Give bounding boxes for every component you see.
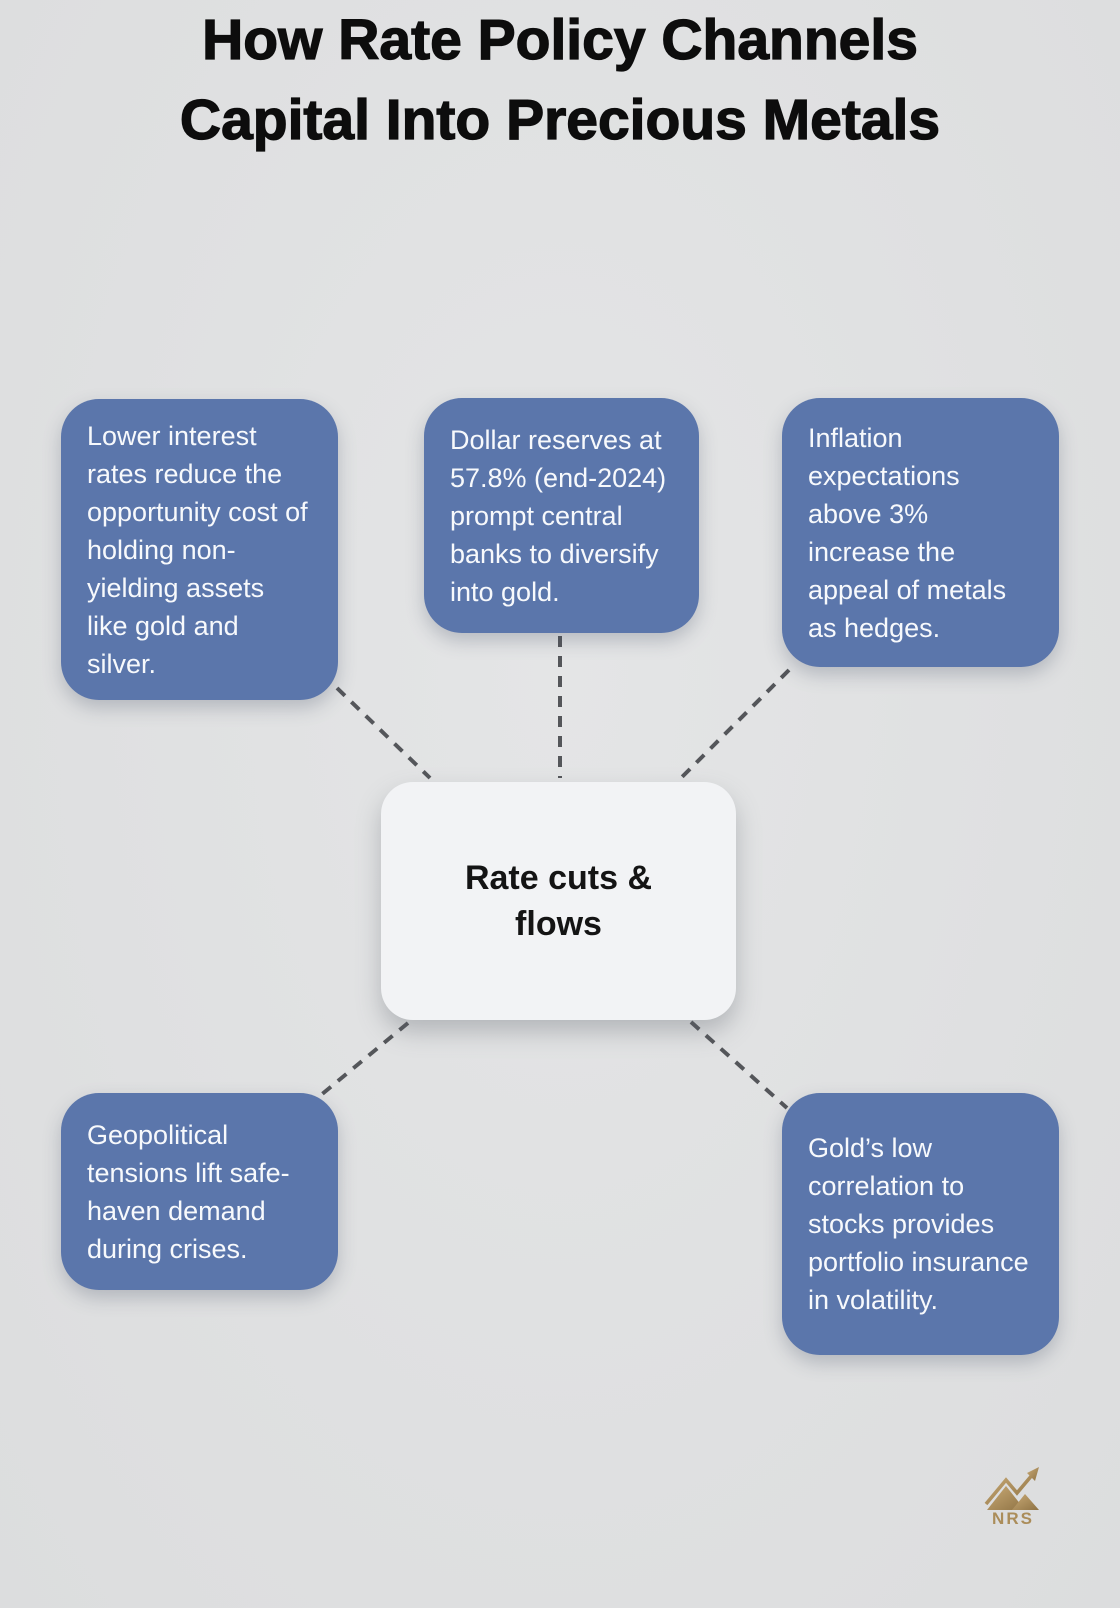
page-title: How Rate Policy Channels Capital Into Pr…: [0, 0, 1120, 160]
center-node-label: Rate cuts & flows: [464, 859, 653, 943]
brand-logo: NRS: [981, 1466, 1045, 1536]
connector-line-correlation: [689, 1020, 789, 1110]
mountain-arrow-icon: [984, 1467, 1039, 1510]
node-dollar-reserves: Dollar reserves at 57.8% (end-2024) prom…: [424, 398, 699, 633]
brand-logo-text: NRS: [992, 1509, 1034, 1528]
connector-line-geopolitical: [319, 1021, 410, 1097]
page-title-line2: Capital Into Precious Metals: [179, 87, 941, 152]
node-opportunity-cost: Lower interest rates reduce the opportun…: [61, 399, 338, 700]
node-inflation-expectations-text: Inflation expectations above 3% increase…: [808, 422, 1007, 643]
node-geopolitical-tensions: Geopolitical tensions lift safe-haven de…: [61, 1093, 338, 1290]
node-dollar-reserves-text: Dollar reserves at 57.8% (end-2024) prom…: [450, 424, 667, 607]
connector-line-inflation: [674, 668, 791, 785]
node-geopolitical-tensions-text: Geopolitical tensions lift safe-haven de…: [87, 1119, 290, 1264]
node-opportunity-cost-text: Lower interest rates reduce the opportun…: [87, 420, 308, 679]
node-gold-correlation: Gold’s low correlation to stocks provide…: [782, 1093, 1059, 1355]
connector-line-opportunity-cost: [335, 686, 432, 780]
page-title-line1: How Rate Policy Channels: [201, 7, 918, 72]
center-node-rate-cuts-flows: Rate cuts & flows: [381, 782, 736, 1020]
node-inflation-expectations: Inflation expectations above 3% increase…: [782, 398, 1059, 667]
node-gold-correlation-text: Gold’s low correlation to stocks provide…: [808, 1133, 1029, 1315]
